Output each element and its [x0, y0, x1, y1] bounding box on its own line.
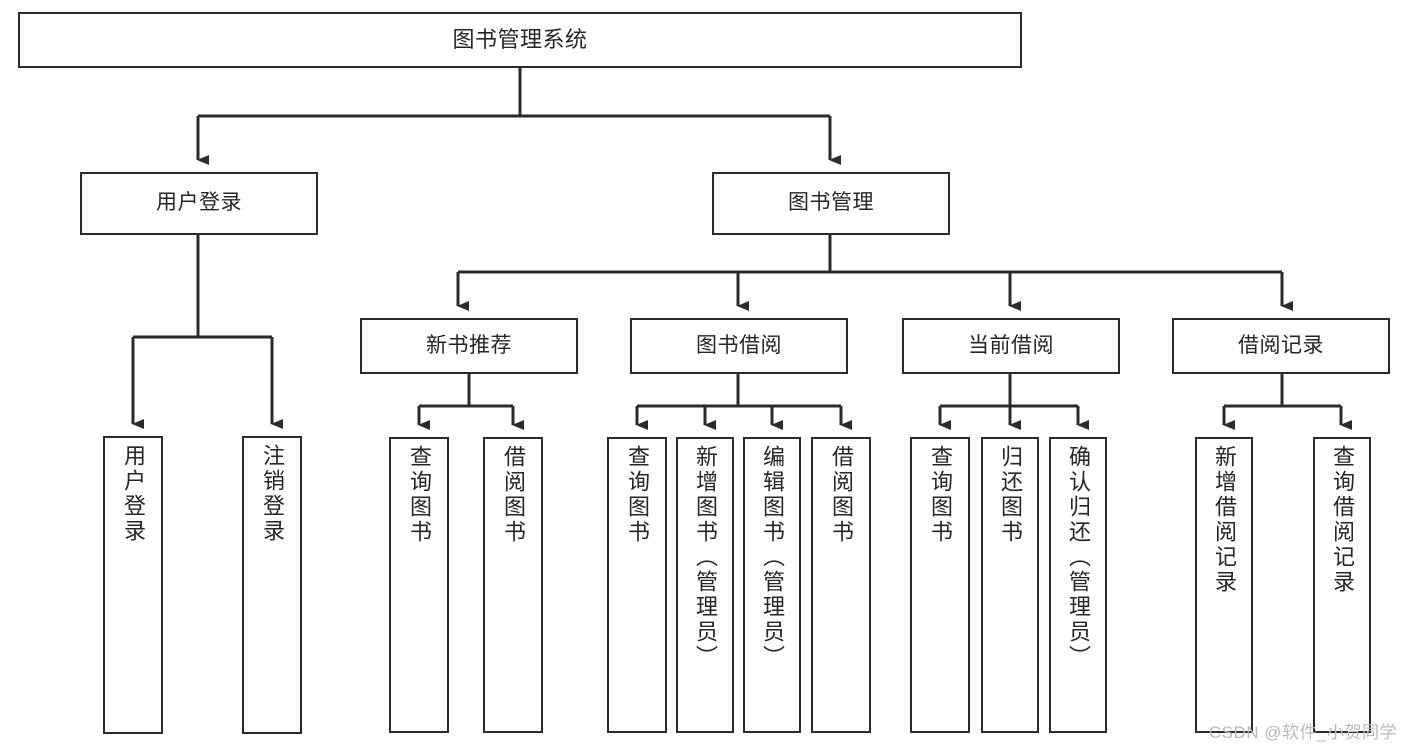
node-book-management-label: 图书管理 — [788, 191, 874, 215]
leaf-add-borrow-record[interactable]: 新增借阅记录 — [1195, 437, 1253, 733]
leaf-confirm-return-admin-label: 确认归还（管理员） — [1066, 445, 1091, 670]
node-book-borrow-label: 图书借阅 — [696, 333, 782, 357]
node-borrow-records-label: 借阅记录 — [1238, 333, 1324, 357]
node-borrow-records[interactable]: 借阅记录 — [1172, 318, 1390, 374]
node-user-login-label: 用户登录 — [156, 191, 242, 215]
node-new-book-recommend[interactable]: 新书推荐 — [360, 318, 578, 374]
node-current-borrow[interactable]: 当前借阅 — [902, 318, 1120, 374]
leaf-user-login[interactable]: 用户登录 — [103, 436, 163, 734]
leaf-query-books-current-label: 查询图书 — [928, 445, 953, 545]
leaf-add-book-admin-label: 新增图书（管理员） — [693, 445, 718, 670]
leaf-borrow-books-borrow-label: 借阅图书 — [829, 445, 854, 545]
leaf-edit-book-admin-label: 编辑图书（管理员） — [760, 445, 785, 670]
leaf-borrow-books-borrow[interactable]: 借阅图书 — [811, 437, 871, 733]
node-user-login[interactable]: 用户登录 — [80, 172, 318, 235]
leaf-borrow-books-new[interactable]: 借阅图书 — [483, 437, 543, 733]
leaf-return-books-label: 归还图书 — [998, 445, 1023, 545]
leaf-edit-book-admin[interactable]: 编辑图书（管理员） — [743, 437, 801, 733]
leaf-user-login-label: 用户登录 — [121, 444, 146, 544]
leaf-query-books-borrow-label: 查询图书 — [625, 445, 650, 545]
leaf-logout[interactable]: 注销登录 — [242, 436, 302, 734]
leaf-query-books-borrow[interactable]: 查询图书 — [607, 437, 667, 733]
node-book-management[interactable]: 图书管理 — [712, 172, 950, 235]
leaf-add-borrow-record-label: 新增借阅记录 — [1212, 445, 1237, 595]
node-root-label: 图书管理系统 — [452, 27, 588, 53]
leaf-query-books-current[interactable]: 查询图书 — [910, 437, 970, 733]
node-root[interactable]: 图书管理系统 — [18, 12, 1022, 68]
node-book-borrow[interactable]: 图书借阅 — [630, 318, 848, 374]
leaf-query-books-new[interactable]: 查询图书 — [389, 437, 449, 733]
leaf-confirm-return-admin[interactable]: 确认归还（管理员） — [1049, 437, 1107, 733]
leaf-logout-label: 注销登录 — [260, 444, 285, 544]
leaf-borrow-books-new-label: 借阅图书 — [501, 445, 526, 545]
node-new-book-recommend-label: 新书推荐 — [426, 333, 512, 357]
leaf-return-books[interactable]: 归还图书 — [981, 437, 1039, 733]
leaf-add-book-admin[interactable]: 新增图书（管理员） — [676, 437, 734, 733]
leaf-query-borrow-record-label: 查询借阅记录 — [1330, 445, 1355, 595]
node-current-borrow-label: 当前借阅 — [968, 333, 1054, 357]
leaf-query-books-new-label: 查询图书 — [407, 445, 432, 545]
leaf-query-borrow-record[interactable]: 查询借阅记录 — [1313, 437, 1371, 733]
